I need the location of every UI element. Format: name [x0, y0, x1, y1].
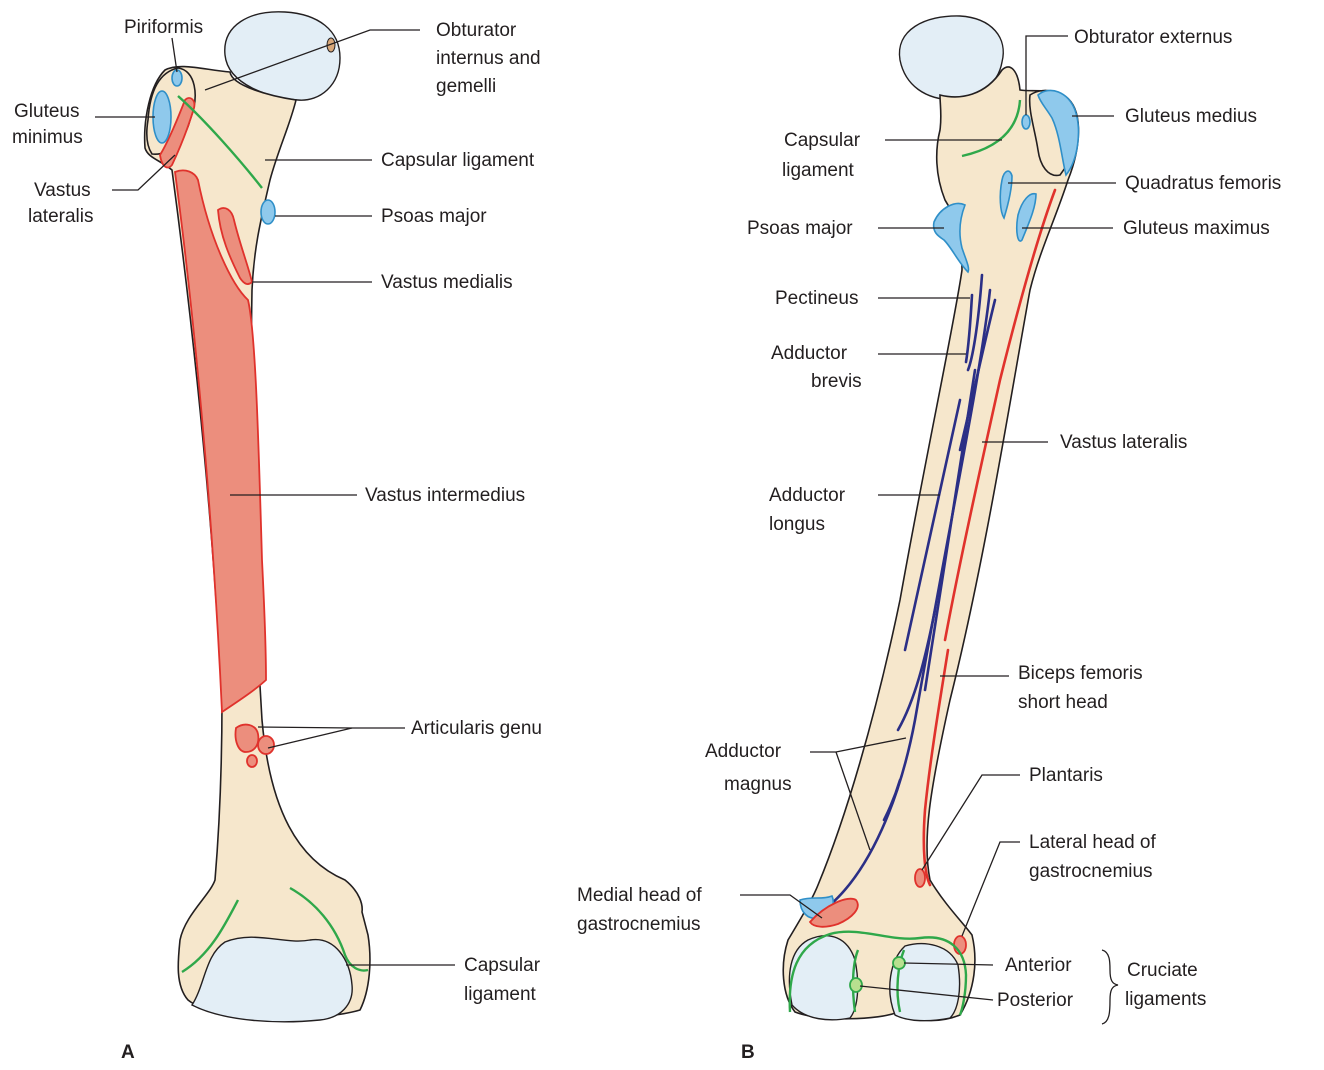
label-piriformis: Piriformis: [124, 17, 203, 38]
articularis-genu-area: [235, 725, 258, 752]
label-capsular-ligament-a-knee-line2: ligament: [464, 984, 537, 1005]
label-medial-head-line1: Medial head of: [577, 885, 702, 906]
label-capsular-ligament-a: Capsular ligament: [381, 150, 535, 171]
articularis-genu-spot-1: [258, 736, 274, 754]
label-adductor-brevis-line2: brevis: [811, 371, 862, 392]
patellar-surface-a: [192, 937, 352, 1022]
label-pectineus: Pectineus: [775, 288, 858, 309]
label-adductor-magnus-line1: Adductor: [705, 741, 782, 762]
label-obturator-internus-line1: Obturator: [436, 20, 517, 41]
label-biceps-femoris-line1: Biceps femoris: [1018, 663, 1143, 684]
label-anterior: Anterior: [1005, 955, 1072, 976]
piriformis-area: [172, 70, 182, 86]
label-medial-head-line2: gastrocnemius: [577, 914, 701, 935]
label-articularis-genu: Articularis genu: [411, 718, 542, 739]
label-gluteus-minimus-line2: minimus: [12, 127, 83, 148]
label-obturator-internus-line2: internus and: [436, 48, 541, 69]
label-gluteus-medius: Gluteus medius: [1125, 106, 1257, 127]
label-vastus-lateralis-a-line1: Vastus: [34, 180, 91, 201]
label-psoas-major-a: Psoas major: [381, 206, 487, 227]
label-quadratus-femoris: Quadratus femoris: [1125, 173, 1281, 194]
label-gluteus-minimus-line1: Gluteus: [14, 101, 79, 122]
label-obturator-internus-line3: gemelli: [436, 76, 496, 97]
label-psoas-major-b: Psoas major: [747, 218, 853, 239]
label-lateral-head-line2: gastrocnemius: [1029, 861, 1153, 882]
label-vastus-lateralis-a-line2: lateralis: [28, 206, 93, 227]
obturator-externus-area: [1022, 115, 1030, 129]
leader-plantaris: [922, 775, 1020, 870]
label-biceps-femoris-line2: short head: [1018, 692, 1108, 713]
label-gluteus-maximus: Gluteus maximus: [1123, 218, 1270, 239]
femur-anterior-view: Piriformis Gluteus minimus Vastus latera…: [12, 12, 542, 1063]
articularis-genu-spot-2: [247, 755, 257, 767]
label-lateral-head-line1: Lateral head of: [1029, 832, 1156, 853]
leader-articularis-genu-2: [268, 728, 352, 748]
label-adductor-longus-line2: longus: [769, 514, 825, 535]
label-vastus-lateralis-b: Vastus lateralis: [1060, 432, 1187, 453]
leader-articularis-genu: [258, 727, 405, 728]
plantaris-area: [915, 869, 925, 887]
label-obturator-externus: Obturator externus: [1074, 27, 1232, 48]
panel-label-b: B: [741, 1042, 755, 1063]
gluteus-minimus-area: [153, 91, 171, 143]
label-capsular-b-line2: ligament: [782, 160, 855, 181]
label-cruciate-line1: Cruciate: [1127, 960, 1198, 981]
label-adductor-magnus-line2: magnus: [724, 774, 792, 795]
psoas-major-area-a: [261, 200, 275, 224]
cruciate-brace: [1102, 950, 1118, 1024]
label-posterior: Posterior: [997, 990, 1074, 1011]
leader-lateral-head-gastrocnemius: [962, 842, 1020, 936]
label-vastus-intermedius: Vastus intermedius: [365, 485, 525, 506]
label-adductor-brevis-line1: Adductor: [771, 343, 848, 364]
panel-label-a: A: [121, 1042, 135, 1063]
label-vastus-medialis: Vastus medialis: [381, 272, 513, 293]
label-plantaris: Plantaris: [1029, 765, 1103, 786]
label-capsular-ligament-a-knee-line1: Capsular: [464, 955, 541, 976]
label-adductor-longus-line1: Adductor: [769, 485, 846, 506]
posterior-cruciate-area: [850, 978, 862, 992]
femur-posterior-view: Obturator externus Gluteus medius Capsul…: [577, 16, 1281, 1063]
label-cruciate-line2: ligaments: [1125, 989, 1206, 1010]
medial-condyle-b: [789, 936, 857, 1020]
anterior-cruciate-area: [893, 957, 905, 969]
label-capsular-b-line1: Capsular: [784, 130, 861, 151]
